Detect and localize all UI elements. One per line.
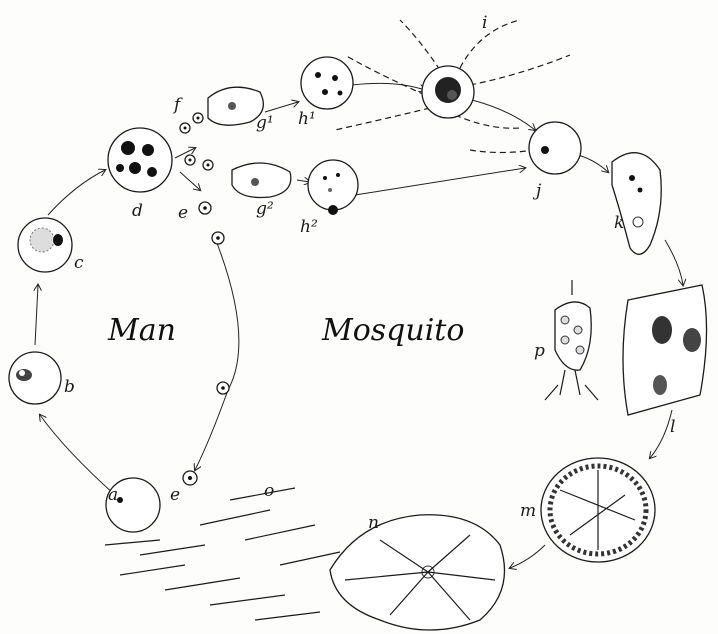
- arrow-j-to-k: [578, 155, 608, 172]
- arrow-c-to-d: [48, 170, 105, 215]
- cell-h1: [301, 57, 353, 109]
- arrow-h1-to-i: [352, 83, 425, 90]
- arrow-i-to-j: [472, 100, 535, 130]
- arrow-stomach-to-m: [650, 410, 672, 458]
- cell-h2: [308, 160, 358, 215]
- label-h1: h¹: [298, 109, 316, 129]
- arrow-m-to-n: [510, 545, 545, 568]
- label-i: i: [482, 13, 487, 33]
- salivary-gland-p: [545, 280, 598, 400]
- label-e-lower: e: [170, 485, 180, 505]
- cell-b: [9, 352, 61, 404]
- label-d: d: [132, 201, 143, 221]
- arrow-d-to-e: [180, 172, 200, 190]
- cell-i: [335, 20, 570, 130]
- arrow-g1-to-h1: [265, 102, 298, 112]
- label-g2: g²: [256, 199, 274, 219]
- label-a: a: [108, 485, 118, 505]
- label-k: k: [614, 213, 624, 233]
- stomach-wall-tissue: [623, 285, 707, 415]
- arrow-e-to-e: [195, 238, 239, 470]
- cell-c: [18, 218, 72, 272]
- label-h2: h²: [300, 217, 318, 237]
- label-p: p: [534, 341, 545, 361]
- label-n: n: [368, 513, 379, 533]
- label-o: o: [264, 481, 274, 501]
- label-e-upper: e: [178, 203, 188, 223]
- arrow-k-to-stomach: [665, 240, 683, 285]
- host-label-mosquito: Mosquito: [321, 313, 464, 348]
- label-l: l: [670, 417, 675, 437]
- cell-g2: [232, 163, 291, 198]
- cell-j: [470, 122, 581, 174]
- label-m: m: [520, 501, 536, 521]
- label-c: c: [74, 253, 84, 273]
- label-g1: g¹: [256, 113, 274, 133]
- cell-k: [612, 153, 661, 255]
- arrow-a-to-b: [40, 415, 115, 495]
- cell-n: [330, 515, 505, 630]
- arrow-b-to-c: [35, 285, 38, 345]
- arrow-h2-to-j: [355, 168, 525, 195]
- host-label-man: Man: [107, 313, 176, 348]
- label-j: j: [532, 181, 542, 201]
- label-f: f: [172, 95, 183, 115]
- cell-d: [108, 128, 172, 192]
- label-b: b: [64, 377, 75, 397]
- merozoites: [180, 113, 229, 485]
- cell-m: [541, 458, 655, 562]
